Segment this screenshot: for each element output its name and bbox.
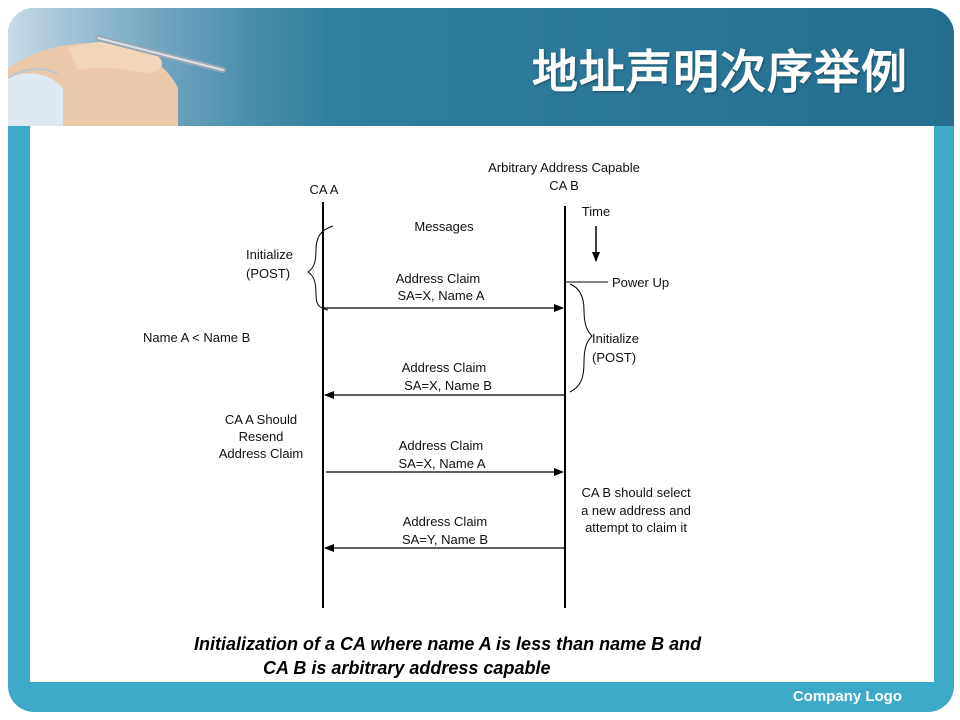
name-compare-label: Name A < Name B	[143, 330, 250, 345]
ca-b-select-line1: CA B should select	[581, 485, 691, 500]
initialize-a-line1: Initialize	[246, 247, 293, 262]
power-up-label: Power Up	[612, 275, 669, 290]
message-2-line1: Address Claim	[402, 360, 487, 375]
message-2-line2: SA=X, Name B	[404, 378, 492, 393]
sequence-diagram: CA A Arbitrary Address Capable CA B Mess…	[143, 160, 702, 678]
initialize-b-line1: Initialize	[592, 331, 639, 346]
ca-b-select-line2: a new address and	[581, 503, 691, 518]
ca-b-label-line1: Arbitrary Address Capable	[488, 160, 640, 175]
message-1-line1: Address Claim	[396, 271, 481, 286]
caption-line2: CA B is arbitrary address capable	[263, 658, 550, 678]
initialize-b-brace	[569, 283, 593, 393]
ca-a-label: CA A	[310, 182, 339, 197]
hand-with-pen-image	[8, 8, 258, 126]
initialize-a-line2: (POST)	[246, 266, 290, 281]
slide-title: 地址声明次序举例	[532, 45, 908, 99]
ca-b-label-line2: CA B	[549, 178, 579, 193]
header-band: 地址声明次序举例	[8, 8, 954, 126]
slide-frame: 地址声明次序举例 CA A Arbitrary Address Capable …	[8, 8, 954, 712]
caption-line1: Initialization of a CA where name A is l…	[194, 634, 702, 654]
message-4-line2: SA=Y, Name B	[402, 532, 488, 547]
ca-a-resend-line2: Resend	[239, 429, 284, 444]
message-1-line2: SA=X, Name A	[397, 288, 484, 303]
message-4-line1: Address Claim	[403, 514, 488, 529]
ca-b-select-line3: attempt to claim it	[585, 520, 687, 535]
company-logo: Company Logo	[792, 688, 902, 705]
message-3-line1: Address Claim	[399, 438, 484, 453]
initialize-a-brace	[307, 225, 334, 311]
content-panel: CA A Arbitrary Address Capable CA B Mess…	[30, 126, 934, 682]
message-3-line2: SA=X, Name A	[398, 456, 485, 471]
messages-label: Messages	[414, 219, 474, 234]
time-label: Time	[582, 204, 610, 219]
initialize-b-line2: (POST)	[592, 350, 636, 365]
ca-a-resend-line3: Address Claim	[219, 446, 304, 461]
ca-a-resend-line1: CA A Should	[225, 412, 297, 427]
